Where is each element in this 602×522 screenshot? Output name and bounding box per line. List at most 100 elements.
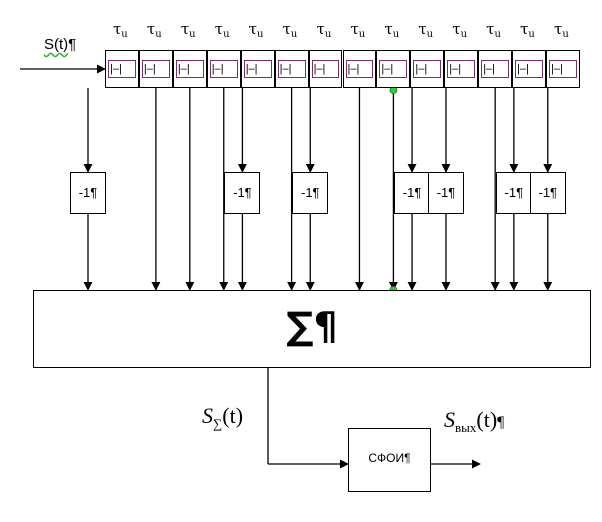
delay-cell: |–|: [172, 50, 207, 88]
tau-subscript: u: [189, 29, 196, 40]
delay-cell-inner: |–|: [549, 60, 577, 78]
summer-block: ∑¶: [33, 290, 591, 368]
inverter-label: -1¶: [402, 185, 422, 200]
tau-label: τu: [486, 22, 501, 40]
tau-symbol: τ: [418, 20, 427, 38]
delay-cell-inner: |–|: [515, 60, 544, 78]
delay-cell-inner: |–|: [447, 60, 476, 78]
tau-symbol: τ: [384, 20, 393, 38]
inverter-label: -1¶: [436, 185, 456, 200]
delay-cell-text: |–|: [415, 63, 428, 75]
tau-symbol: τ: [452, 20, 461, 38]
inverter-block: -1¶: [495, 172, 532, 214]
tau-subscript: u: [256, 29, 264, 40]
delay-cell: |–|: [546, 50, 580, 88]
delay-cell: |–|: [308, 50, 343, 88]
tau-symbol: τ: [316, 20, 325, 38]
delay-cell-text: |–|: [551, 63, 563, 75]
tau-label: τu: [249, 22, 264, 40]
tau-subscript: u: [562, 29, 569, 40]
delay-cell: |–|: [274, 50, 309, 88]
input-label-text: S(t): [44, 36, 69, 53]
delay-cell-inner: |–|: [141, 60, 170, 78]
tau-symbol: τ: [486, 20, 495, 38]
tau-label: τu: [113, 22, 128, 40]
output-base: S: [444, 407, 455, 432]
sum-output-arg: (t): [222, 403, 244, 428]
delay-cell-text: |–|: [245, 63, 258, 75]
delay-cell-inner: |–|: [481, 60, 510, 78]
delay-cell: |–|: [342, 50, 377, 88]
delay-cell-inner: |–|: [243, 60, 272, 78]
delay-cell-text: |–|: [313, 63, 326, 75]
tau-subscript: u: [528, 29, 535, 40]
delay-cell-text: |–|: [110, 63, 122, 75]
delay-cell-text: |–|: [279, 63, 292, 75]
delay-cell-inner: |–|: [345, 60, 374, 78]
delay-cell-inner: |–|: [209, 60, 238, 78]
tau-symbol: τ: [350, 20, 359, 38]
tau-subscript: u: [494, 29, 501, 40]
tau-symbol: τ: [214, 20, 224, 38]
sum-output-label: S∑(t): [202, 403, 244, 431]
summer-label: ∑¶: [286, 304, 338, 348]
inverter-label: -1¶: [78, 185, 98, 200]
output-label: Sвых(t)¶: [444, 407, 505, 435]
inverter-label: -1¶: [538, 185, 558, 200]
filter-block: СФОИ¶: [348, 428, 431, 492]
delay-cell-inner: |–|: [311, 60, 340, 78]
filter-label: СФОИ¶: [368, 451, 411, 465]
delay-cell-text: |–|: [449, 63, 462, 75]
tau-label: τu: [350, 22, 365, 40]
inverter-block: -1¶: [427, 172, 464, 214]
delay-cell-text: |–|: [347, 63, 360, 75]
inverter-block: -1¶: [224, 172, 261, 214]
tau-symbol: τ: [282, 20, 291, 38]
tau-label: τu: [181, 22, 196, 40]
delay-cell: |–|: [206, 50, 241, 88]
tau-label: τu: [418, 22, 433, 40]
tau-subscript: u: [290, 29, 298, 40]
delay-cell-inner: |–|: [413, 60, 442, 78]
tau-symbol: τ: [248, 20, 257, 38]
output-arg: (t): [476, 407, 498, 432]
sum-output-sub: ∑: [213, 416, 223, 431]
output-sub: вых: [455, 420, 477, 435]
delay-cell-text: |–|: [483, 63, 496, 75]
inverter-block: -1¶: [529, 172, 566, 214]
tau-label: τu: [384, 22, 399, 40]
tau-subscript: u: [223, 29, 230, 40]
delay-cell: |–|: [478, 50, 513, 88]
delay-cell: |–|: [410, 50, 445, 88]
delay-cell-inner: |–|: [108, 60, 136, 78]
inverter-label: -1¶: [504, 185, 524, 200]
delay-cell-inner: |–|: [175, 60, 204, 78]
tau-symbol: τ: [146, 20, 156, 38]
tau-symbol: τ: [554, 20, 563, 38]
tau-symbol: τ: [112, 20, 122, 38]
tau-label: τu: [452, 22, 467, 40]
delay-cell-text: |–|: [177, 63, 190, 75]
delay-cell-text: |–|: [211, 63, 224, 75]
sum-output-base: S: [202, 403, 213, 428]
tau-label: τu: [147, 22, 162, 40]
tau-subscript: u: [121, 29, 128, 40]
delay-cell: |–|: [512, 50, 547, 88]
delay-cell: |–|: [240, 50, 275, 88]
inverter-block: -1¶: [292, 172, 329, 214]
tau-subscript: u: [155, 29, 162, 40]
inverter-label: -1¶: [300, 185, 320, 200]
tau-subscript: u: [460, 29, 468, 40]
tau-label: τu: [215, 22, 230, 40]
delay-cell: |–|: [138, 50, 173, 88]
delay-cell-text: |–|: [517, 63, 529, 75]
delay-cell-inner: |–|: [277, 60, 306, 78]
tau-subscript: u: [324, 29, 332, 40]
inverter-block: -1¶: [394, 172, 431, 214]
tau-label: τu: [317, 22, 332, 40]
inverter-block: -1¶: [70, 172, 106, 214]
tau-label: τu: [554, 22, 569, 40]
output-mark: ¶: [497, 414, 505, 431]
delay-cell: |–|: [105, 50, 139, 88]
